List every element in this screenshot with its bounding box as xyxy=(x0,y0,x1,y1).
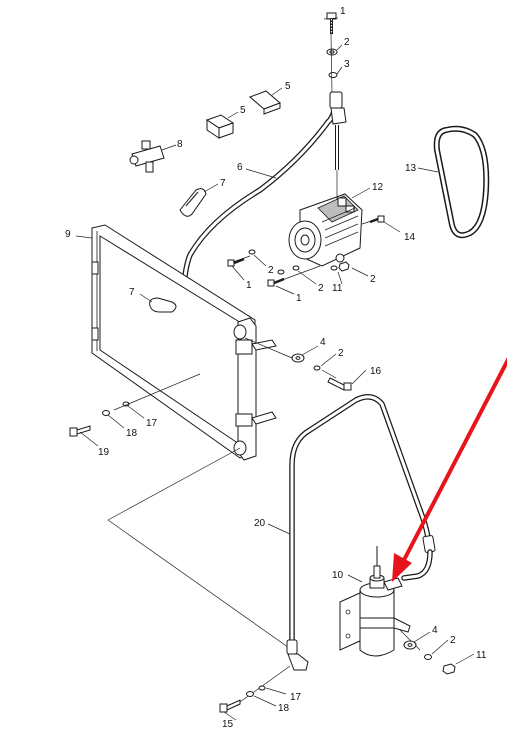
callout-6: 6 xyxy=(237,162,243,173)
callout-17: 17 xyxy=(290,692,302,703)
fasteners-condenser-right xyxy=(291,353,352,391)
callout-13: 13 xyxy=(405,163,417,174)
callout-18: 18 xyxy=(126,428,138,439)
callout-2: 2 xyxy=(268,265,274,276)
top-bolt xyxy=(326,12,337,34)
callout-2: 2 xyxy=(450,635,456,646)
callout-1: 1 xyxy=(246,280,252,291)
callout-10: 10 xyxy=(332,570,344,581)
condenser xyxy=(91,224,277,461)
service-valve xyxy=(129,140,165,173)
callout-12: 12 xyxy=(372,182,384,193)
clip-bracket-lower xyxy=(205,114,235,139)
callout-20: 20 xyxy=(254,518,266,529)
callout-14: 14 xyxy=(404,232,416,243)
callout-labels: 1 2 3 5 5 8 6 7 12 13 14 9 2 1 2 1 11 2 … xyxy=(65,6,487,730)
callout-19: 19 xyxy=(98,447,110,458)
callout-18: 18 xyxy=(278,703,290,714)
callout-2: 2 xyxy=(338,348,344,359)
callout-2: 2 xyxy=(344,37,350,48)
callout-1: 1 xyxy=(340,6,346,17)
hose-clamp-lower xyxy=(149,297,177,313)
hose-clamp-upper xyxy=(179,188,207,217)
callout-1: 1 xyxy=(296,293,302,304)
receiver-dryer xyxy=(339,546,411,657)
callout-leaders xyxy=(75,17,475,721)
callout-7: 7 xyxy=(220,178,226,189)
top-oring xyxy=(328,72,338,78)
callout-5: 5 xyxy=(240,105,246,116)
callout-2: 2 xyxy=(370,274,376,285)
callout-8: 8 xyxy=(177,139,183,150)
callout-16: 16 xyxy=(370,366,382,377)
fasteners-dryer xyxy=(403,640,456,675)
callout-11: 11 xyxy=(476,650,487,661)
callout-11: 11 xyxy=(332,283,343,294)
callout-15: 15 xyxy=(222,719,234,730)
drive-belt xyxy=(433,125,490,239)
callout-4: 4 xyxy=(432,625,438,636)
callout-9: 9 xyxy=(65,229,71,240)
clip-bracket-upper xyxy=(249,90,281,115)
callout-17: 17 xyxy=(146,418,158,429)
callout-7: 7 xyxy=(129,287,135,298)
liquid-line xyxy=(286,394,436,671)
dashed-alignment-lines xyxy=(107,33,421,703)
callout-5: 5 xyxy=(285,81,291,92)
top-washer xyxy=(326,48,338,56)
ac-compressor xyxy=(288,193,363,267)
fasteners-liquid-line xyxy=(219,685,266,713)
callout-3: 3 xyxy=(344,59,350,70)
callout-4: 4 xyxy=(320,337,326,348)
highlight-arrow xyxy=(392,357,507,582)
callout-2: 2 xyxy=(318,283,324,294)
